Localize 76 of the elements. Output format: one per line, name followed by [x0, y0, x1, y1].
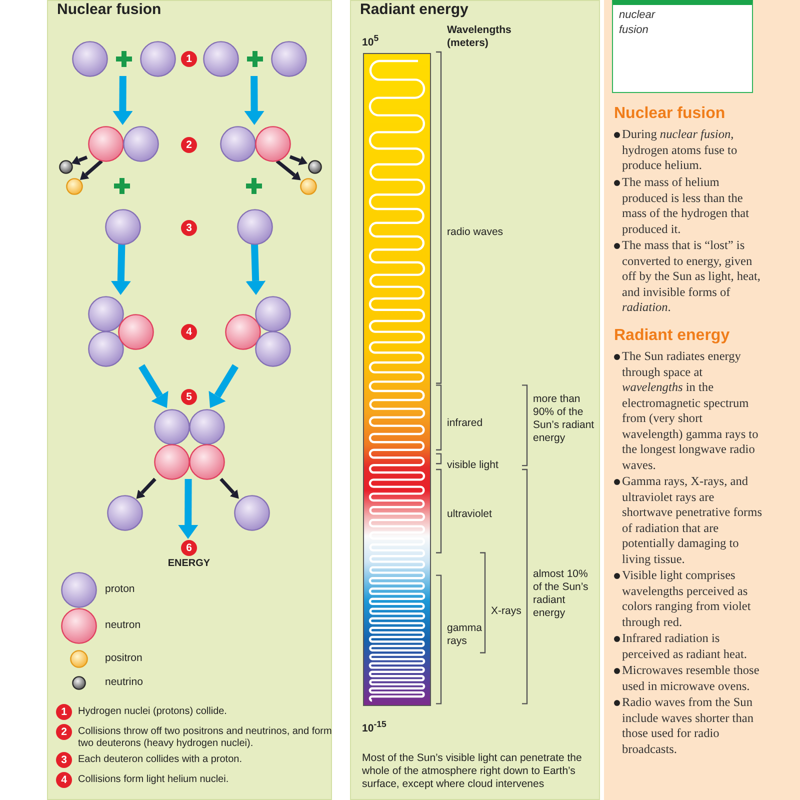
- spectrum-label: visible light: [447, 459, 500, 472]
- key-words-box: [612, 0, 753, 93]
- spectrum-label: radio waves: [447, 226, 504, 239]
- key-word-text: nuclear fusion: [619, 8, 656, 38]
- bullet-text: Microwaves resemble those used in microwave ovens.: [622, 663, 760, 694]
- panel-title: Radiant energy: [360, 1, 468, 18]
- legend-label: proton: [105, 583, 135, 596]
- arrow: [246, 244, 266, 295]
- step-number: 1: [56, 704, 72, 720]
- proton-pair-drawing: [203, 41, 307, 77]
- arrow: [276, 160, 301, 180]
- step-number: 3: [56, 752, 72, 768]
- bullet-text: The Sun radiates energy through space at wavelengths in the electromagnetic spectrum from (very short wavelength) gamma rays to the longest longwave radio waves.: [622, 349, 760, 473]
- scale-value: 10$^{-15}$: [362, 718, 388, 736]
- step-description: Each deuteron collides with a proton.: [78, 754, 243, 766]
- share-label: more than 90% of the Sun’s radiant energy: [533, 393, 596, 445]
- step-number: 2: [56, 724, 72, 740]
- arrow: [208, 364, 238, 408]
- bullet-text: Infrared radiation is perceived as radiant heat.: [622, 631, 748, 662]
- bullet-text: Gamma rays, X-rays, and ultraviolet rays are shortwave penetrative forms of radiation that are potentially damaging to living tissue.: [622, 474, 762, 567]
- positron-sphere: [300, 178, 317, 195]
- share-label: almost 10% of the Sun’s radiant energy: [533, 568, 590, 620]
- arrow: [178, 478, 198, 539]
- section-heading: Nuclear fusion: [614, 104, 726, 124]
- step-number: 4: [181, 324, 197, 340]
- panel: [350, 0, 600, 800]
- legend-label: positron: [105, 652, 142, 665]
- arrow: [71, 156, 88, 166]
- sidebar-panel: [604, 0, 800, 800]
- proton-sphere: [237, 209, 273, 245]
- proton-pair-drawing: [72, 41, 176, 77]
- legend-label: neutron: [105, 619, 141, 632]
- positron-sphere: [66, 178, 83, 195]
- step-description: Hydrogen nuclei (protons) collide.: [78, 706, 228, 718]
- bullet-text: Radio waves from the Sun include waves shorter than those used for radio broadcasts.: [622, 695, 754, 757]
- arrow: [80, 160, 103, 180]
- paragraph-text: Most of the Sun’s visible light can penetrate the whole of the atmosphere right down to Earth’s surface, except where cloud intervenes: [362, 752, 583, 791]
- neutrino-sphere: [59, 160, 73, 174]
- panel-title: Nuclear fusion: [57, 1, 162, 18]
- step-description: Collisions throw off two positrons and neutrinos, and form two deuterons (heavy hydrogen nuclei).: [78, 726, 333, 750]
- neutrino-sphere: [308, 160, 322, 174]
- arrow: [112, 76, 133, 125]
- panel: [47, 0, 332, 800]
- arrow: [289, 155, 308, 166]
- arrow: [138, 364, 168, 408]
- bullet-text: During nuclear fusion, hydrogen atoms fuse to produce helium.: [622, 127, 738, 174]
- arrow: [136, 478, 156, 499]
- helium-nucleus-drawing: [225, 296, 291, 367]
- arrow: [220, 478, 239, 499]
- helium-nucleus-drawing: [154, 409, 225, 480]
- helium-nucleus-drawing: [88, 296, 154, 367]
- energy-label: ENERGY: [166, 558, 212, 570]
- bullet-text: The mass of helium produced is less than the mass of the hydrogen that produced it.: [622, 175, 750, 237]
- step-number: 6: [181, 540, 197, 556]
- bullet-text: Visible light comprises wavelengths perceived as colors ranging from violet through red.: [622, 568, 752, 630]
- section-heading: Radiant energy: [614, 326, 730, 346]
- legend-label: neutrino: [105, 676, 143, 689]
- spectrum-label: ultraviolet: [447, 508, 493, 521]
- proton-sphere: [105, 209, 141, 245]
- scale-value: 10$^{5}$: [362, 32, 380, 50]
- step-description: Collisions form light helium nuclei.: [78, 774, 230, 786]
- step-number: 4: [56, 772, 72, 788]
- step-number: 3: [181, 220, 197, 236]
- bullet-text: The mass that is “lost” is converted to energy, given off by the Sun as light, heat, and invisible forms of radiation.: [622, 238, 762, 316]
- axis-title: Wavelengths (meters): [447, 24, 512, 50]
- step-number: 1: [181, 51, 197, 67]
- spectrum-label: gamma rays: [447, 622, 484, 648]
- spectrum-label: infrared: [447, 417, 484, 430]
- step-number: 5: [181, 389, 197, 405]
- arrow: [244, 76, 264, 125]
- deuteron-drawing: [88, 126, 159, 162]
- deuteron-drawing: [220, 126, 291, 162]
- arrow: [110, 244, 131, 295]
- proton-sphere: [234, 495, 270, 531]
- step-number: 2: [181, 137, 197, 153]
- proton-sphere: [107, 495, 143, 531]
